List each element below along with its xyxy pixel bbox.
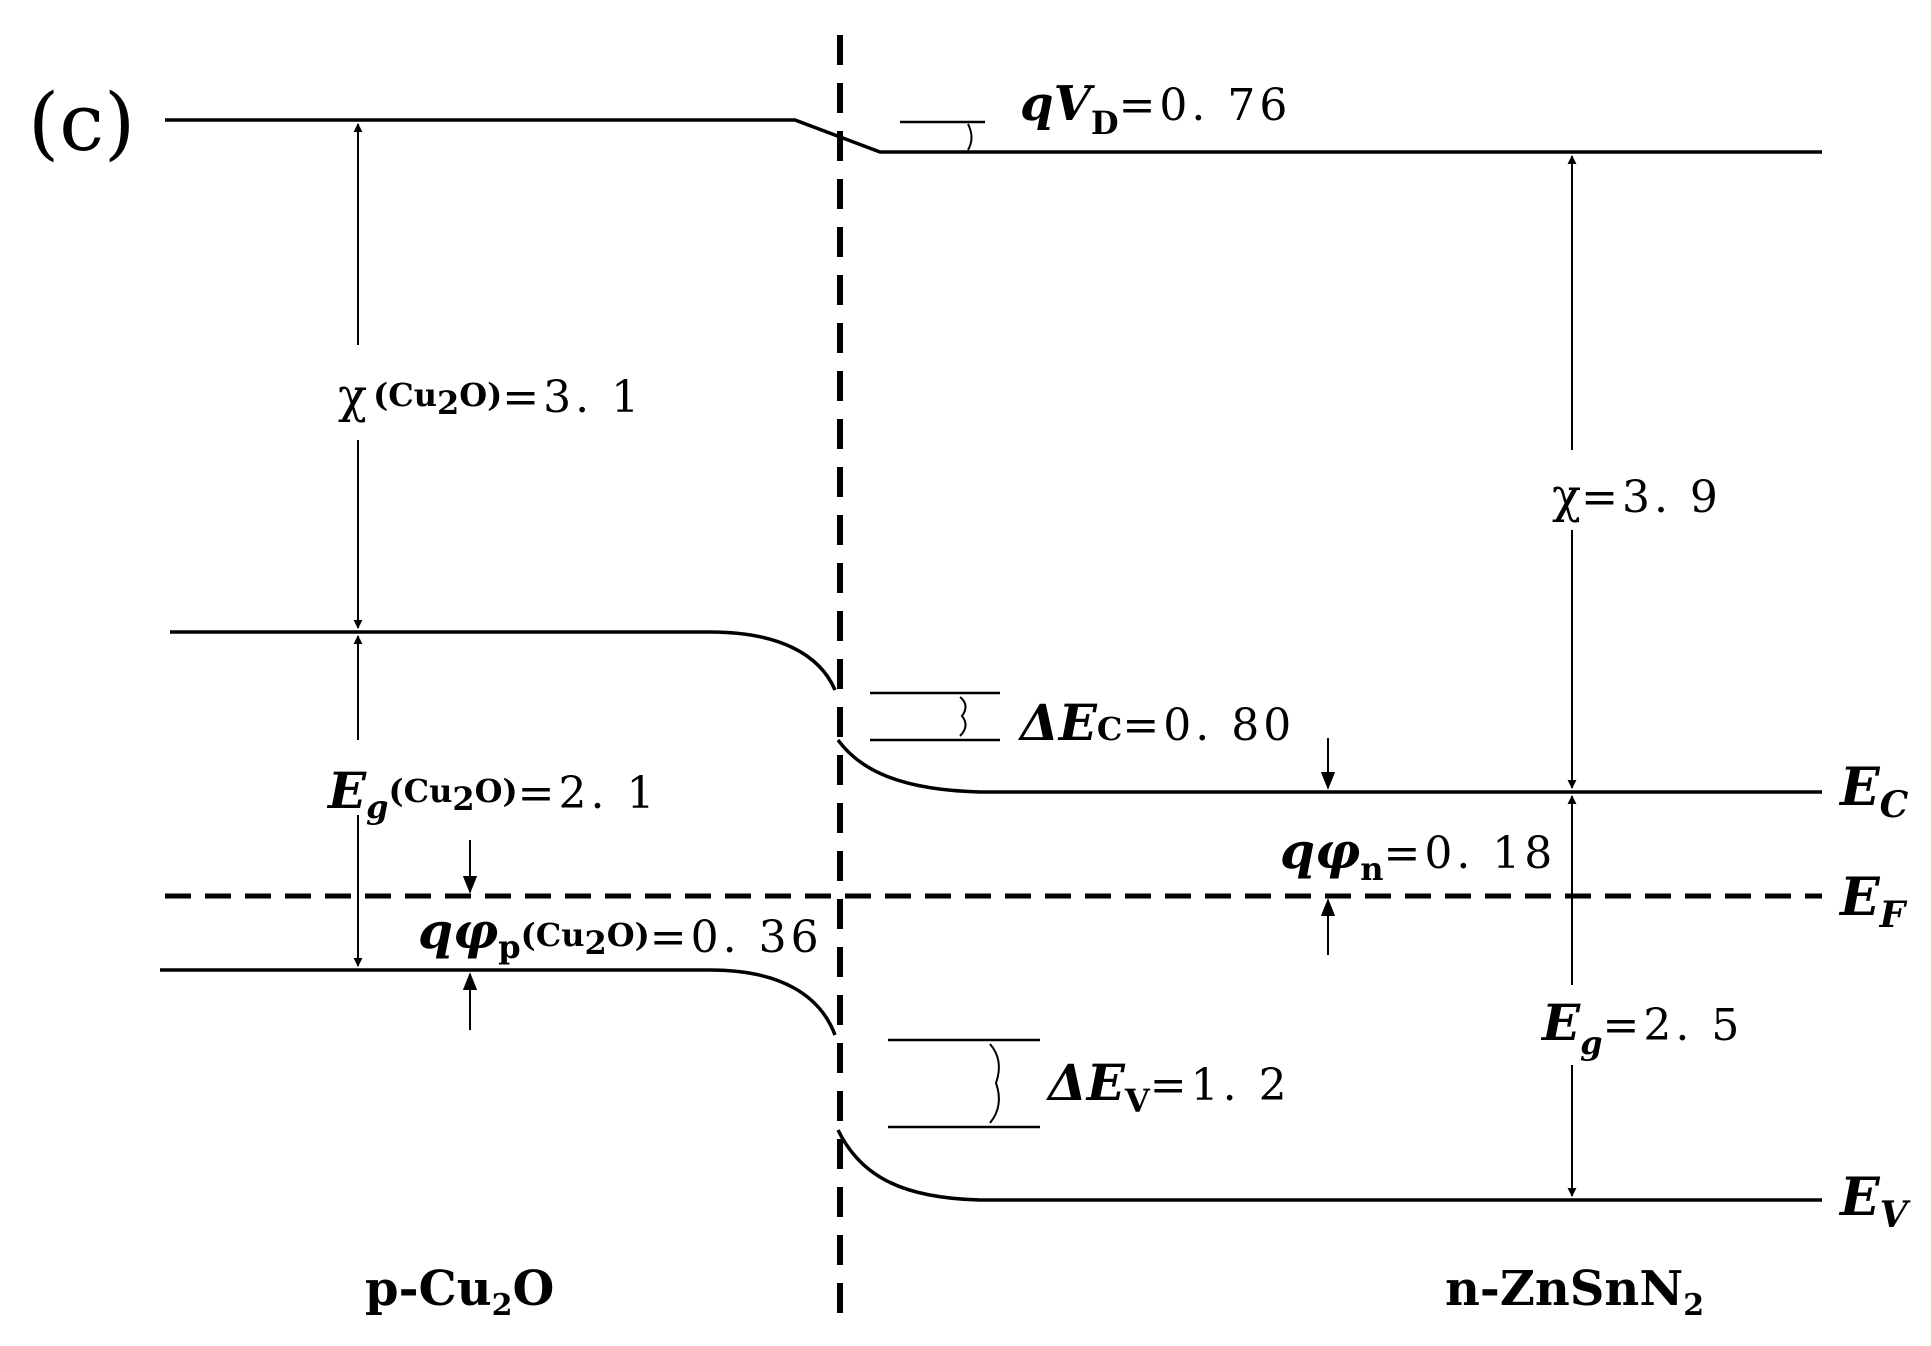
delta-ec-label: ΔEC=0. 80 (1017, 693, 1295, 752)
ef-symbol: E (1838, 867, 1881, 928)
delta-ec-symbol: ΔE (1017, 693, 1098, 752)
qphi-p-symbol: qφ (418, 901, 498, 960)
chi-left-label: χ(Cu2O)=3. 1 (338, 368, 643, 424)
eg-left-label: Eg(Cu2O)=2. 1 (326, 761, 658, 826)
delta-ev-subscript: V (1124, 1082, 1151, 1120)
qphi-p-material: (Cu (521, 916, 585, 954)
chi-right-symbol: χ (1552, 468, 1581, 524)
eg-left-symbol: E (326, 761, 367, 820)
eg-right-label: Eg=2. 5 (1540, 993, 1743, 1062)
eg-right-symbol-sub: g (1580, 1024, 1602, 1062)
left-material-prefix: p-Cu (365, 1261, 492, 1317)
conduction-band-left (170, 630, 837, 691)
delta-ec-subscript: C (1097, 710, 1122, 748)
chi-left-symbol: χ (338, 368, 367, 424)
qvd-value: =0. 76 (1119, 80, 1292, 131)
chi-right-label: χ=3. 9 (1552, 468, 1722, 524)
left-material-sub: 2 (492, 1288, 513, 1323)
qphi-p-label: qφp(Cu2O)=0. 36 (418, 901, 823, 966)
qphi-p-subscript: p (498, 928, 520, 966)
valence-band-left (160, 968, 837, 1036)
right-material-sub: 2 (1683, 1288, 1704, 1323)
left-material-label: p-Cu2O (365, 1261, 554, 1323)
qphi-p-material-sub: 2 (584, 924, 606, 962)
delta-ev-label: ΔEV=1. 2 (1045, 1053, 1291, 1120)
qphi-n-label: qφn=0. 18 (1280, 821, 1556, 888)
eg-left-value: =2. 1 (518, 768, 659, 819)
eg-right-symbol: E (1540, 993, 1581, 1052)
eg-left-symbol-sub: g (366, 788, 388, 826)
right-material-prefix: n-ZnSnN (1445, 1261, 1683, 1317)
conduction-band-right (836, 738, 1822, 794)
qvd-subscript: D (1091, 104, 1119, 142)
qphi-n-symbol: qφ (1280, 821, 1360, 880)
eg-left-material-sub: 2 (452, 780, 474, 818)
ev-label: EV (1838, 1167, 1911, 1236)
panel-label: (c) (28, 76, 135, 169)
qphi-p-material-end: O) (607, 916, 650, 954)
left-material-suffix: O (512, 1261, 554, 1317)
valence-band-right (836, 1129, 1822, 1202)
delta-ev-brace (989, 1043, 1000, 1124)
qphi-p-value: =0. 36 (650, 912, 823, 963)
delta-ec-value: =0. 80 (1122, 700, 1295, 751)
ec-symbol: E (1838, 757, 1881, 818)
qphi-n-value: =0. 18 (1383, 828, 1556, 879)
ec-subscript: C (1880, 784, 1909, 826)
chi-left-material-sub: 2 (437, 384, 459, 422)
vacuum-level-line (165, 118, 1822, 154)
right-material-label: n-ZnSnN2 (1445, 1261, 1704, 1323)
ev-symbol: E (1838, 1167, 1881, 1228)
ef-subscript: F (1879, 894, 1908, 936)
delta-ev-value: =1. 2 (1150, 1060, 1291, 1111)
ef-label: EF (1838, 867, 1908, 936)
qvd-symbol: qV (1020, 76, 1096, 132)
chi-left-material: (Cu (373, 376, 437, 414)
ev-subscript: V (1880, 1194, 1911, 1236)
qphi-n-subscript: n (1360, 850, 1383, 888)
delta-ec-brace (959, 696, 967, 737)
eg-left-material-end: O) (475, 772, 518, 810)
eg-right-value: =2. 5 (1603, 1000, 1744, 1051)
qvd-brace (967, 123, 973, 151)
qvd-label: qVD=0. 76 (1020, 76, 1291, 142)
ec-label: EC (1838, 757, 1909, 826)
delta-ev-symbol: ΔE (1045, 1053, 1126, 1112)
chi-left-material-end: O) (459, 376, 502, 414)
eg-left-material: (Cu (389, 772, 453, 810)
chi-left-value: =3. 1 (502, 372, 643, 423)
chi-right-value: =3. 9 (1581, 472, 1722, 523)
